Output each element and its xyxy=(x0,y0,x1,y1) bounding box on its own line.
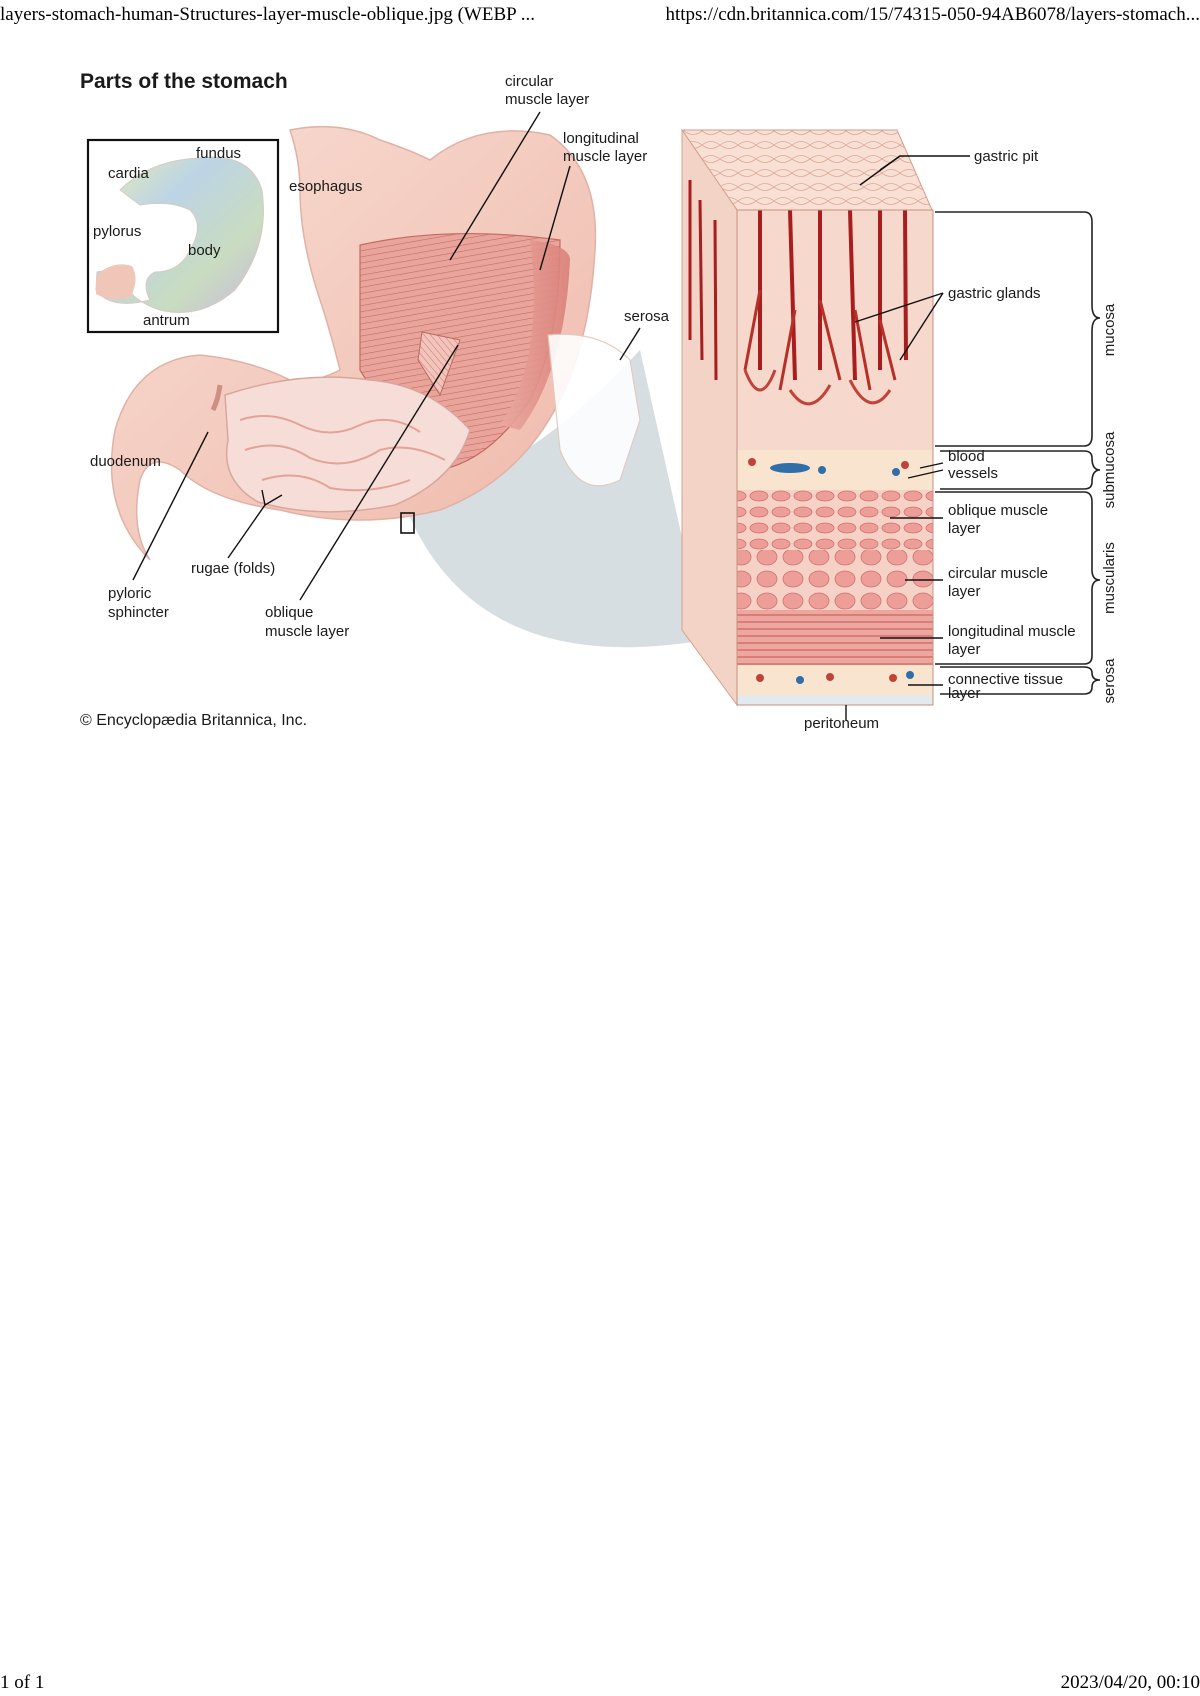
label-oblique-muscle-line1: oblique xyxy=(265,604,313,621)
label-oblique-section-line1: oblique muscle xyxy=(948,502,1048,519)
label-pyloric-sphincter-line1: pyloric xyxy=(108,585,152,602)
section-leader-lines xyxy=(845,155,970,720)
label-connective-tissue-line1: connective tissue xyxy=(948,671,1063,688)
copyright-credit: © Encyclopædia Britannica, Inc. xyxy=(80,712,307,729)
inset-label-cardia: cardia xyxy=(108,165,150,182)
inset-label-antrum: antrum xyxy=(143,312,190,329)
label-blood-vessels-line1: blood xyxy=(948,448,985,465)
label-oblique-muscle-line2: muscle layer xyxy=(265,623,349,640)
label-rugae: rugae (folds) xyxy=(191,560,275,577)
label-longitudinal-muscle-line1: longitudinal xyxy=(563,130,639,147)
group-label-submucosa: submucosa xyxy=(1101,431,1118,508)
label-circular-section-line2: layer xyxy=(948,583,981,600)
label-serosa: serosa xyxy=(624,308,670,325)
label-gastric-glands: gastric glands xyxy=(948,285,1041,302)
inset-label-fundus: fundus xyxy=(196,145,241,162)
section-location-box xyxy=(400,512,415,534)
print-footer-page-count: 1 of 1 xyxy=(0,1672,45,1693)
stomach-illustration xyxy=(110,125,641,561)
print-header-filename: layers-stomach-human-Structures-layer-mu… xyxy=(0,4,535,25)
diagram-title: Parts of the stomach xyxy=(80,70,288,93)
print-header-url: https://cdn.britannica.com/15/74315-050-… xyxy=(665,4,1200,25)
inset-label-body: body xyxy=(188,242,221,259)
label-gastric-pit: gastric pit xyxy=(974,148,1039,165)
print-footer-timestamp: 2023/04/20, 00:10 xyxy=(1060,1672,1200,1693)
layer-braces xyxy=(935,211,1101,695)
label-longitudinal-section-line1: longitudinal muscle xyxy=(948,623,1076,640)
label-blood-vessels-line2: vessels xyxy=(948,465,998,482)
label-peritoneum: peritoneum xyxy=(804,715,879,732)
stomach-diagram: Parts of the stomach fundus cardia pylor… xyxy=(80,70,1118,732)
label-circular-muscle-line1: circular xyxy=(505,73,553,90)
label-longitudinal-section-line2: layer xyxy=(948,641,981,658)
label-duodenum: duodenum xyxy=(90,453,161,470)
group-label-mucosa: mucosa xyxy=(1101,303,1118,356)
label-pyloric-sphincter-line2: sphincter xyxy=(108,604,169,621)
label-circular-section-line1: circular muscle xyxy=(948,565,1048,582)
label-circular-muscle-line2: muscle layer xyxy=(505,91,589,108)
inset-label-pylorus: pylorus xyxy=(93,223,141,240)
group-label-serosa: serosa xyxy=(1101,658,1118,704)
stomach-wall-section xyxy=(681,128,934,707)
group-label-muscularis: muscularis xyxy=(1101,542,1118,614)
label-longitudinal-muscle-line2: muscle layer xyxy=(563,148,647,165)
label-esophagus: esophagus xyxy=(289,178,362,195)
stomach-regions-inset: fundus cardia pylorus body antrum xyxy=(86,138,280,334)
stomach-leader-lines xyxy=(132,111,641,601)
label-oblique-section-line2: layer xyxy=(948,520,981,537)
